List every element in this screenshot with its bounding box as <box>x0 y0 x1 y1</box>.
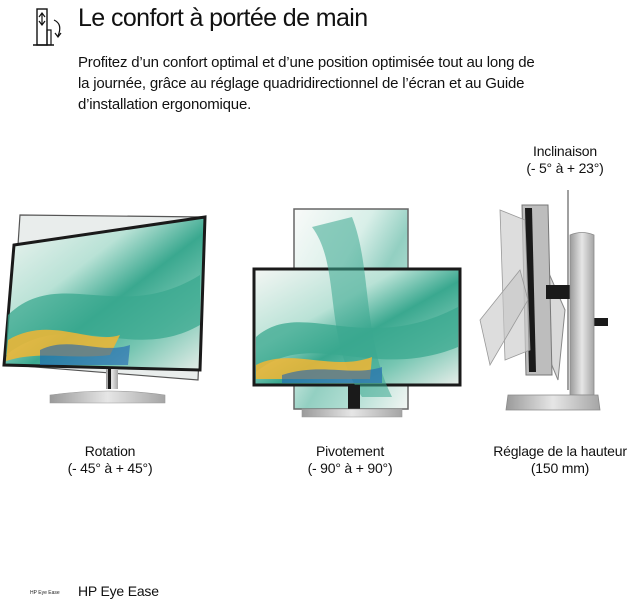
height-range: (150 mm) <box>530 460 590 476</box>
pivot-monitor-illustration <box>252 208 462 418</box>
footer-small-label: HP Eye Ease <box>30 590 60 596</box>
footer-brand: HP Eye Ease <box>78 583 159 599</box>
pivot-range: (- 90° à + 90°) <box>307 460 393 476</box>
rotation-label: Rotation <box>84 443 136 459</box>
tilt-label: Inclinaison <box>533 143 597 159</box>
height-label: Réglage de la hauteur <box>493 443 627 459</box>
tilt-range: (- 5° à + 23°) <box>526 160 604 176</box>
intro-paragraph: Profitez d’un confort optimal et d’une p… <box>78 54 535 113</box>
rotation-range: (- 45° à + 45°) <box>67 460 153 476</box>
rotation-monitor-illustration <box>2 214 207 404</box>
height-caption: Réglage de la hauteur (150 mm) <box>480 443 640 477</box>
tilt-label-group: Inclinaison (- 5° à + 23°) <box>515 143 615 177</box>
ergonomic-adjust-icon <box>33 8 62 46</box>
tilt-height-monitor-illustration <box>479 190 608 411</box>
rotation-caption: Rotation (- 45° à + 45°) <box>40 443 180 477</box>
pivot-label: Pivotement <box>315 443 385 459</box>
page-title: Le confort à portée de main <box>78 4 368 32</box>
pivot-caption: Pivotement (- 90° à + 90°) <box>280 443 420 477</box>
